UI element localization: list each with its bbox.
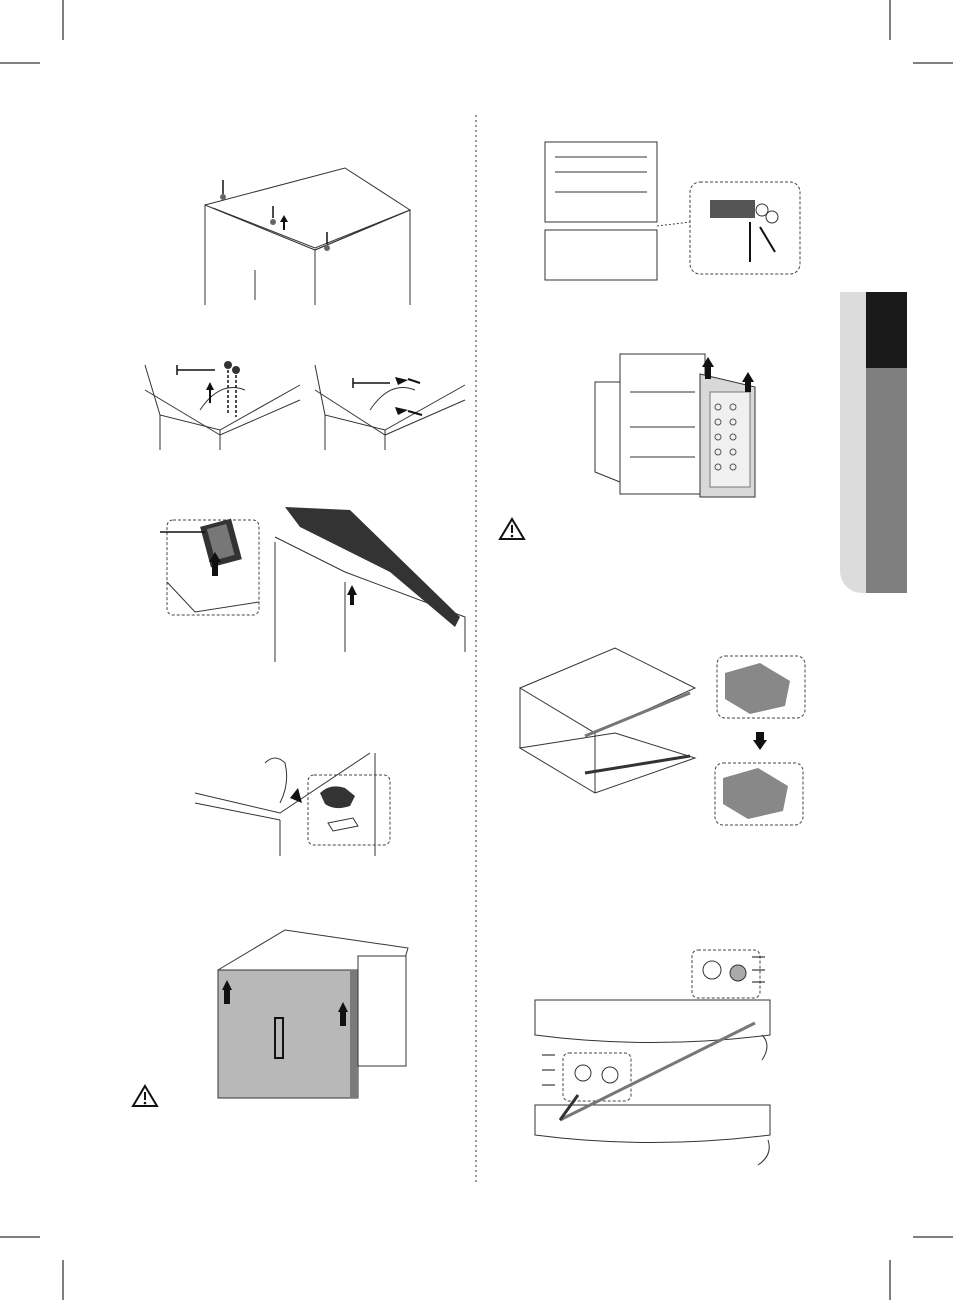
wire-connector-illustration (190, 748, 400, 858)
side-tab-light (840, 292, 866, 593)
fridge-door-lift-illustration (210, 928, 410, 1058)
refrigerator-top-screws-illustration (195, 160, 455, 310)
door-cap-swap-illustration (530, 945, 800, 1170)
freezer-door-lift-illustration (590, 352, 780, 497)
side-tab-dark (866, 292, 907, 368)
top-cover-lift-illustration (155, 502, 475, 662)
warning-triangle-icon (132, 1085, 158, 1107)
warning-triangle-icon (499, 518, 525, 540)
side-tab-mid (866, 368, 907, 593)
middle-hinge-illustration (540, 142, 810, 282)
hinge-bolt-removal-illustration (140, 355, 470, 455)
hinge-swap-illustration (515, 648, 810, 828)
